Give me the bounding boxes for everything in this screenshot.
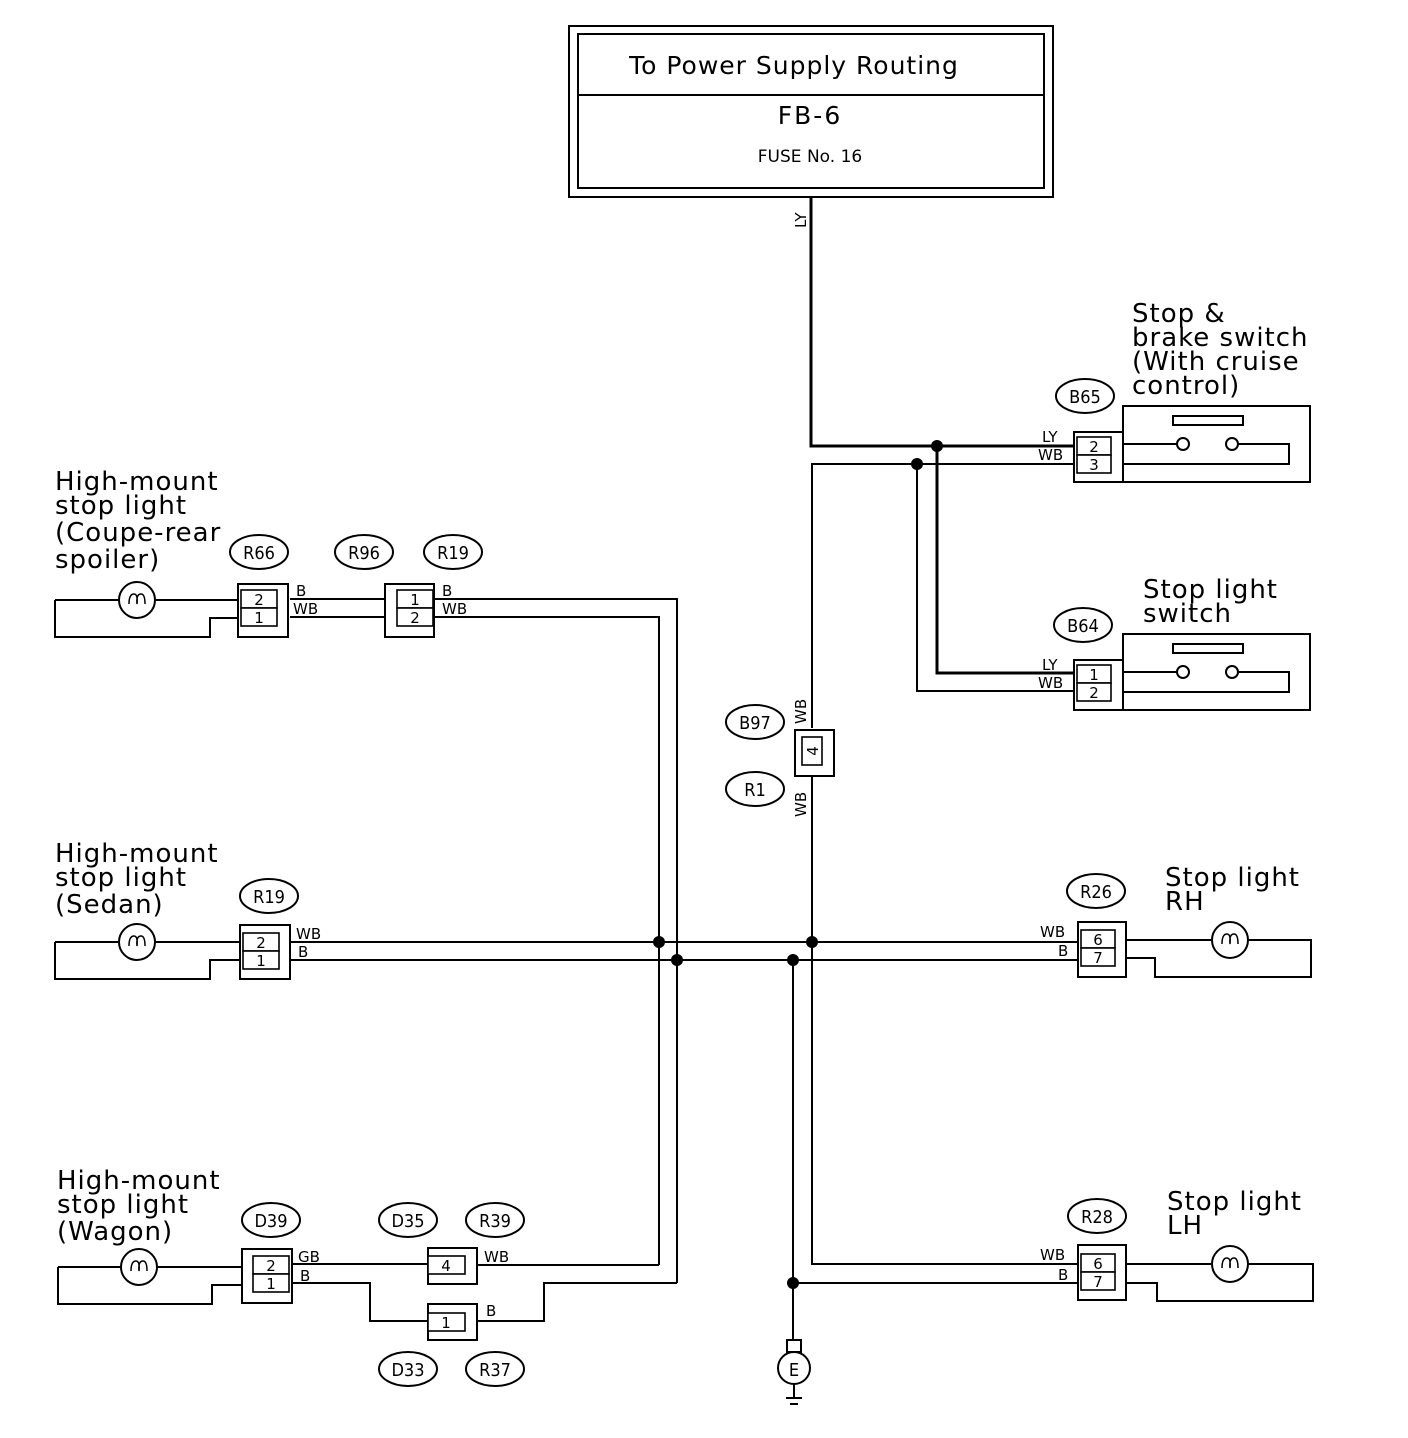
- svg-text:(With cruise: (With cruise: [1132, 347, 1300, 377]
- hm-stop-light-coupe: High-mount stop light (Coupe-rear spoile…: [54, 467, 483, 638]
- svg-text:2: 2: [1089, 684, 1099, 702]
- svg-text:WB: WB: [792, 792, 810, 817]
- svg-text:B: B: [442, 582, 452, 600]
- hm-stop-light-wagon: High-mount stop light (Wagon) 2 1 D39 D3…: [57, 1166, 525, 1387]
- connector-d39: D39: [254, 1211, 287, 1232]
- svg-text:LY: LY: [1042, 656, 1058, 674]
- svg-text:WB: WB: [296, 925, 321, 943]
- svg-text:control): control): [1132, 371, 1240, 401]
- svg-text:RH: RH: [1165, 887, 1205, 917]
- svg-text:Stop light: Stop light: [1165, 863, 1300, 893]
- power-supply-box: To Power Supply Routing FB-6 FUSE No. 16: [568, 25, 1054, 198]
- svg-text:High-mount: High-mount: [55, 467, 219, 497]
- stop-light-switch: Stop light switch 1 2 B64 LY WB: [1038, 575, 1311, 711]
- svg-text:2: 2: [410, 609, 420, 627]
- svg-text:WB: WB: [792, 699, 810, 724]
- svg-text:1: 1: [256, 952, 266, 970]
- connector-r37: R37: [479, 1360, 511, 1381]
- svg-text:switch: switch: [1143, 599, 1232, 629]
- svg-text:B: B: [1058, 942, 1068, 960]
- stop-light-lh: Stop light LH 6 7 R28 WB B: [1040, 1187, 1314, 1302]
- svg-text:High-mount: High-mount: [55, 839, 219, 869]
- wires: [290, 197, 1078, 1340]
- svg-text:WB: WB: [442, 600, 467, 618]
- svg-text:4: 4: [804, 746, 822, 756]
- connector-r26: R26: [1080, 882, 1112, 903]
- svg-text:WB: WB: [1038, 674, 1063, 692]
- svg-text:Stop light: Stop light: [1167, 1187, 1302, 1217]
- connector-r39: R39: [479, 1211, 511, 1232]
- svg-text:B: B: [298, 943, 308, 961]
- svg-text:brake switch: brake switch: [1132, 323, 1309, 353]
- svg-text:(Sedan): (Sedan): [55, 890, 164, 920]
- connector-b97: B97: [739, 713, 771, 734]
- connector-r28: R28: [1081, 1207, 1113, 1228]
- hm-stop-light-sedan: High-mount stop light (Sedan) 2 1 R19 WB…: [54, 839, 321, 980]
- connector-r19-top: R19: [437, 543, 469, 564]
- svg-text:2: 2: [266, 1257, 276, 1275]
- connector-b64: B64: [1067, 616, 1099, 637]
- svg-text:6: 6: [1093, 931, 1103, 949]
- svg-text:GB: GB: [298, 1248, 320, 1266]
- b97-r1-connector: 4 B97 R1 WB WB: [725, 699, 835, 817]
- svg-text:stop light: stop light: [55, 863, 187, 893]
- svg-text:WB: WB: [1040, 1246, 1065, 1264]
- connector-r96: R96: [348, 543, 380, 564]
- svg-text:spoiler): spoiler): [55, 545, 160, 575]
- svg-text:7: 7: [1093, 1273, 1103, 1291]
- svg-text:Stop light: Stop light: [1143, 575, 1278, 605]
- svg-text:LH: LH: [1167, 1211, 1203, 1241]
- connector-r66: R66: [243, 543, 275, 564]
- svg-text:2: 2: [254, 591, 264, 609]
- svg-text:6: 6: [1093, 1255, 1103, 1273]
- svg-text:stop light: stop light: [55, 491, 187, 521]
- svg-text:WB: WB: [1038, 446, 1063, 464]
- connector-r19-sedan: R19: [253, 887, 285, 908]
- svg-text:1: 1: [1089, 666, 1099, 684]
- svg-text:7: 7: [1093, 949, 1103, 967]
- ground-label: E: [789, 1360, 799, 1381]
- connector-d35: D35: [391, 1211, 424, 1232]
- svg-text:B: B: [1058, 1266, 1068, 1284]
- svg-text:2: 2: [1089, 438, 1099, 456]
- svg-text:stop light: stop light: [57, 1190, 189, 1220]
- junction-dots: [653, 440, 943, 1289]
- svg-text:(Wagon): (Wagon): [57, 1217, 173, 1247]
- svg-text:4: 4: [441, 1257, 451, 1275]
- stop-light-rh: Stop light RH 6 7 R26 WB B: [1040, 863, 1312, 978]
- ground-symbol: E: [777, 1339, 811, 1405]
- stop-brake-switch: Stop & brake switch (With cruise control…: [1038, 299, 1311, 483]
- svg-text:LY: LY: [1042, 428, 1058, 446]
- svg-text:High-mount: High-mount: [57, 1166, 221, 1196]
- svg-text:1: 1: [266, 1275, 276, 1293]
- connector-d33: D33: [391, 1360, 424, 1381]
- svg-text:WB: WB: [484, 1248, 509, 1266]
- svg-text:3: 3: [1089, 456, 1099, 474]
- power-box-title: To Power Supply Routing: [628, 51, 959, 80]
- wire-label-ly: LY: [792, 212, 810, 228]
- connector-b65: B65: [1069, 387, 1101, 408]
- svg-text:B: B: [486, 1302, 496, 1320]
- svg-text:(Coupe-rear: (Coupe-rear: [55, 518, 221, 548]
- svg-text:1: 1: [441, 1314, 451, 1332]
- svg-text:B: B: [300, 1267, 310, 1285]
- svg-text:1: 1: [410, 591, 420, 609]
- svg-text:Stop &: Stop &: [1132, 299, 1226, 329]
- fuse-block-label: FB-6: [778, 101, 842, 130]
- svg-text:B: B: [296, 582, 306, 600]
- fuse-number-label: FUSE No. 16: [758, 147, 862, 167]
- svg-text:2: 2: [256, 934, 266, 952]
- svg-text:WB: WB: [1040, 923, 1065, 941]
- svg-text:1: 1: [254, 609, 264, 627]
- connector-r1: R1: [744, 780, 766, 801]
- svg-text:WB: WB: [293, 600, 318, 618]
